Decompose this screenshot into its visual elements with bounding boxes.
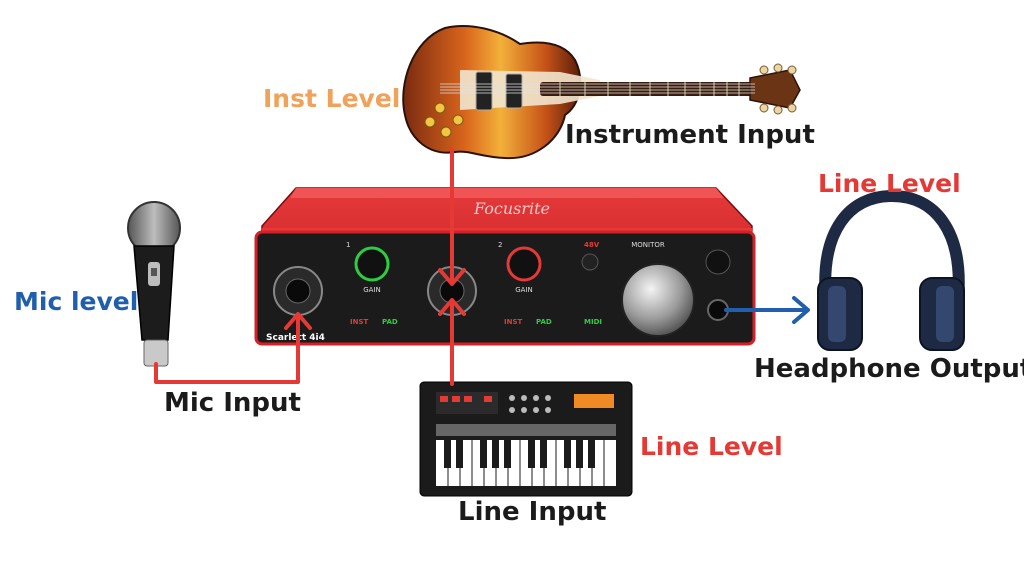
- pad-2-label: PAD: [536, 318, 552, 326]
- line-input-label: Line Input: [458, 497, 607, 527]
- pad-1-label: PAD: [382, 318, 398, 326]
- inst-level-label: Inst Level: [263, 84, 401, 113]
- channel-1-number: 1: [346, 241, 350, 249]
- channel-2-number: 2: [498, 241, 502, 249]
- guitar-icon: [402, 25, 801, 160]
- phantom-label: 48V: [584, 241, 600, 249]
- inst-2-label: INST: [504, 318, 523, 326]
- mic-level-label: Mic level: [14, 287, 139, 316]
- line-level-output-label: Line Level: [818, 169, 961, 198]
- keyboard-synth-icon: [419, 381, 633, 497]
- instrument-input-label: Instrument Input: [565, 120, 815, 150]
- mic-arrow-head: [284, 312, 312, 330]
- model-label: Scarlett 4i4: [266, 333, 325, 343]
- headphone-arrow-head: [792, 296, 810, 324]
- keyboard-arrow-head: [438, 298, 466, 316]
- guitar-arrow-head: [438, 268, 466, 286]
- gain-2-label: GAIN: [515, 286, 533, 294]
- headphone-output-label: Headphone Output: [754, 354, 1024, 384]
- midi-label: MIDI: [584, 318, 602, 326]
- gain-1-label: GAIN: [363, 286, 381, 294]
- brand-logo: Focusrite: [473, 199, 550, 218]
- microphone-icon: [127, 201, 181, 367]
- headphones-icon: [817, 189, 965, 351]
- line-level-keyboard-label: Line Level: [640, 432, 783, 461]
- signal-paths: [154, 148, 810, 386]
- inst-1-label: INST: [350, 318, 369, 326]
- mic-signal-line: [154, 314, 300, 384]
- audio-interface-icon: Focusrite 1 2 GAIN GAIN MONITOR INST PAD…: [254, 187, 756, 346]
- mic-input-label: Mic Input: [164, 388, 301, 418]
- monitor-label: MONITOR: [631, 241, 665, 249]
